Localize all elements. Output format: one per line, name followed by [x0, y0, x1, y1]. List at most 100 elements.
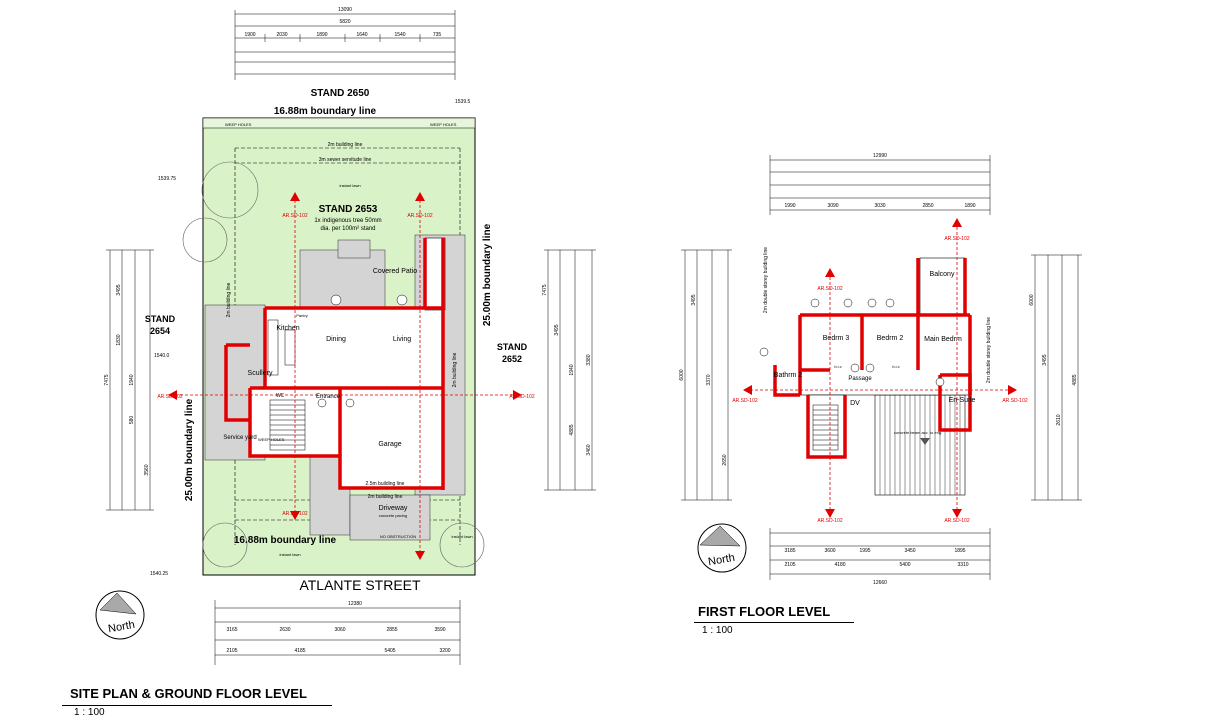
first-marker-ref-4: AR.SD-102 [944, 518, 970, 524]
tree-note-2: dia. per 100m² stand [320, 226, 375, 232]
first-right-dim-4: 4885 [1072, 374, 1078, 385]
first-left-dimensions [681, 249, 732, 501]
building-line-right: 2m building line [452, 352, 458, 387]
room-passage: Passage [848, 376, 872, 382]
tree-note-1: 1x indigenous tree 50mm [314, 218, 381, 224]
sewer-line: 3m sewer servitude line [319, 157, 372, 163]
site-marker-ref-5: AR.SD-102 [509, 394, 535, 400]
first-right-dim-2: 3495 [1042, 354, 1048, 365]
site-bottom-dimensions [214, 600, 461, 665]
site-marker-ref-1: AR.SD-102 [282, 213, 308, 219]
site-bottom-row2-a: 3165 [226, 627, 237, 633]
street-label: ATLANTE STREET [299, 577, 421, 593]
north-label-site: North [107, 619, 136, 635]
ground-room-labels: Kitchen Pantry Dining Living Covered Pat… [223, 268, 417, 518]
site-top-row3-e: 1540 [394, 32, 405, 38]
ground-floor-title: SITE PLAN & GROUND FLOOR LEVEL [70, 686, 307, 701]
first-bottom-row3-b: 4180 [834, 562, 845, 568]
north-arrow-first: North [697, 523, 747, 573]
first-right-dim-1: 6000 [1029, 294, 1035, 305]
first-top-row2-a: 1990 [784, 203, 795, 209]
first-floor-plan [759, 257, 972, 459]
stand-east-1: STAND [497, 342, 528, 352]
first-left-dim-4: 2650 [722, 454, 728, 465]
site-left-dim-5: 580 [129, 416, 135, 425]
ground-title-rule [62, 705, 332, 706]
first-room-labels: Balcony Bedrm 3 Bedrm 2 Main Bedrm Bathr… [763, 247, 992, 435]
site-marker-ref-3: AR.SD-102 [282, 511, 308, 517]
first-right-dim-3: 2610 [1056, 414, 1062, 425]
trees [182, 161, 485, 568]
first-left-dim-1: 6000 [679, 369, 685, 380]
stand-main-label: STAND 2653 [319, 204, 378, 215]
stand-east-2: 2652 [502, 354, 522, 364]
first-top-row2-e: 1890 [964, 203, 975, 209]
site-top-row3-c: 1890 [316, 32, 327, 38]
lower-roof [874, 394, 966, 496]
room-balcony: Balcony [930, 271, 955, 278]
weep-holes-bottom: WEEP HOLES [258, 437, 285, 442]
first-left-dim-2: 3495 [691, 294, 697, 305]
site-marker-ref-2: AR.SD-102 [407, 213, 433, 219]
first-top-row2-b: 3090 [827, 203, 838, 209]
first-bottom-row2-d: 3450 [904, 548, 915, 554]
first-marker-ref-2: AR.SD-102 [944, 236, 970, 242]
level-label-3: 1540.0 [154, 353, 170, 359]
boundary-right-label: 25.00m boundary line [482, 223, 493, 326]
site-bottom-row2-d: 2855 [386, 627, 397, 633]
instant-lawn-1: instant lawn [339, 183, 360, 188]
room-service-yard: Service yard [223, 435, 256, 441]
first-bottom-row2-c: 1995 [859, 548, 870, 554]
level-label-2: 1539.75 [158, 176, 176, 182]
first-bottom-total: 12660 [873, 580, 887, 586]
room-living: Living [393, 336, 411, 343]
stand-north-label: STAND 2650 [311, 88, 370, 99]
roof-note: concrete beam acc. to eng. [894, 430, 942, 435]
site-top-total: 13090 [338, 7, 352, 13]
site-left-dim-3: 1830 [116, 334, 122, 345]
site-left-dim-1: 7475 [104, 374, 110, 385]
room-dining: Dining [326, 336, 346, 343]
first-section-markers: AR.SD-102 AR.SD-102 AR.SD-102 AR.SD-102 … [732, 218, 1028, 524]
site-left-dim-6: 3560 [144, 464, 150, 475]
room-covered-patio: Covered Patio [373, 268, 417, 275]
site-top-row3-d: 1640 [356, 32, 367, 38]
site-right-dim-3: 1940 [569, 364, 575, 375]
site-top-dimensions [234, 10, 456, 80]
instant-lawn-3: instant lawn [451, 534, 472, 539]
room-main-bedrm: Main Bedrm [924, 336, 962, 343]
first-bottom-row2-a: 3185 [784, 548, 795, 554]
weep-holes-top-a: WEEP HOLES [225, 122, 252, 127]
stand-west-1: STAND [145, 314, 176, 324]
site-right-dim-4: 4885 [569, 424, 575, 435]
site-bottom-row2-b: 2630 [279, 627, 290, 633]
ground-floor-scale: 1 : 100 [74, 707, 105, 718]
site-top-row3-b: 2030 [276, 32, 287, 38]
first-bottom-row2-e: 1895 [954, 548, 965, 554]
room-bic-2: b.i.c [892, 364, 899, 369]
first-title-rule [694, 622, 854, 623]
site-bottom-row3-a: 2105 [226, 648, 237, 654]
site-section-markers: AR.SD-102 AR.SD-102 AR.SD-102 AR.SD-102 … [157, 192, 535, 560]
first-line-right: 2m double storey building line [986, 317, 992, 383]
site-bottom-total: 12380 [348, 601, 362, 607]
first-floor-scale: 1 : 100 [702, 625, 733, 636]
site-bottom-row3-c: 5405 [384, 648, 395, 654]
site-bottom-row2-c: 3060 [334, 627, 345, 633]
first-bottom-row3-a: 2105 [784, 562, 795, 568]
north-label-first: North [707, 552, 736, 568]
site-right-dim-1: 7475 [542, 284, 548, 295]
instant-lawn-2: instant lawn [279, 552, 300, 557]
room-entrance: Entrance [316, 394, 341, 400]
first-bottom-row3-c: 5400 [899, 562, 910, 568]
site-top-row2: 5820 [339, 19, 350, 25]
room-bedrm2: Bedrm 2 [877, 335, 904, 342]
boundary-bottom-label: 16.88m boundary line [234, 535, 337, 546]
door-tags [317, 294, 408, 408]
level-label-4: 1540.25 [150, 571, 168, 577]
boundary-top-label: 16.88m boundary line [274, 106, 377, 117]
level-label-1: 1539.5 [455, 99, 471, 105]
site-right-dimensions [544, 249, 596, 491]
building-line-front: 2.5m building line [366, 481, 405, 487]
